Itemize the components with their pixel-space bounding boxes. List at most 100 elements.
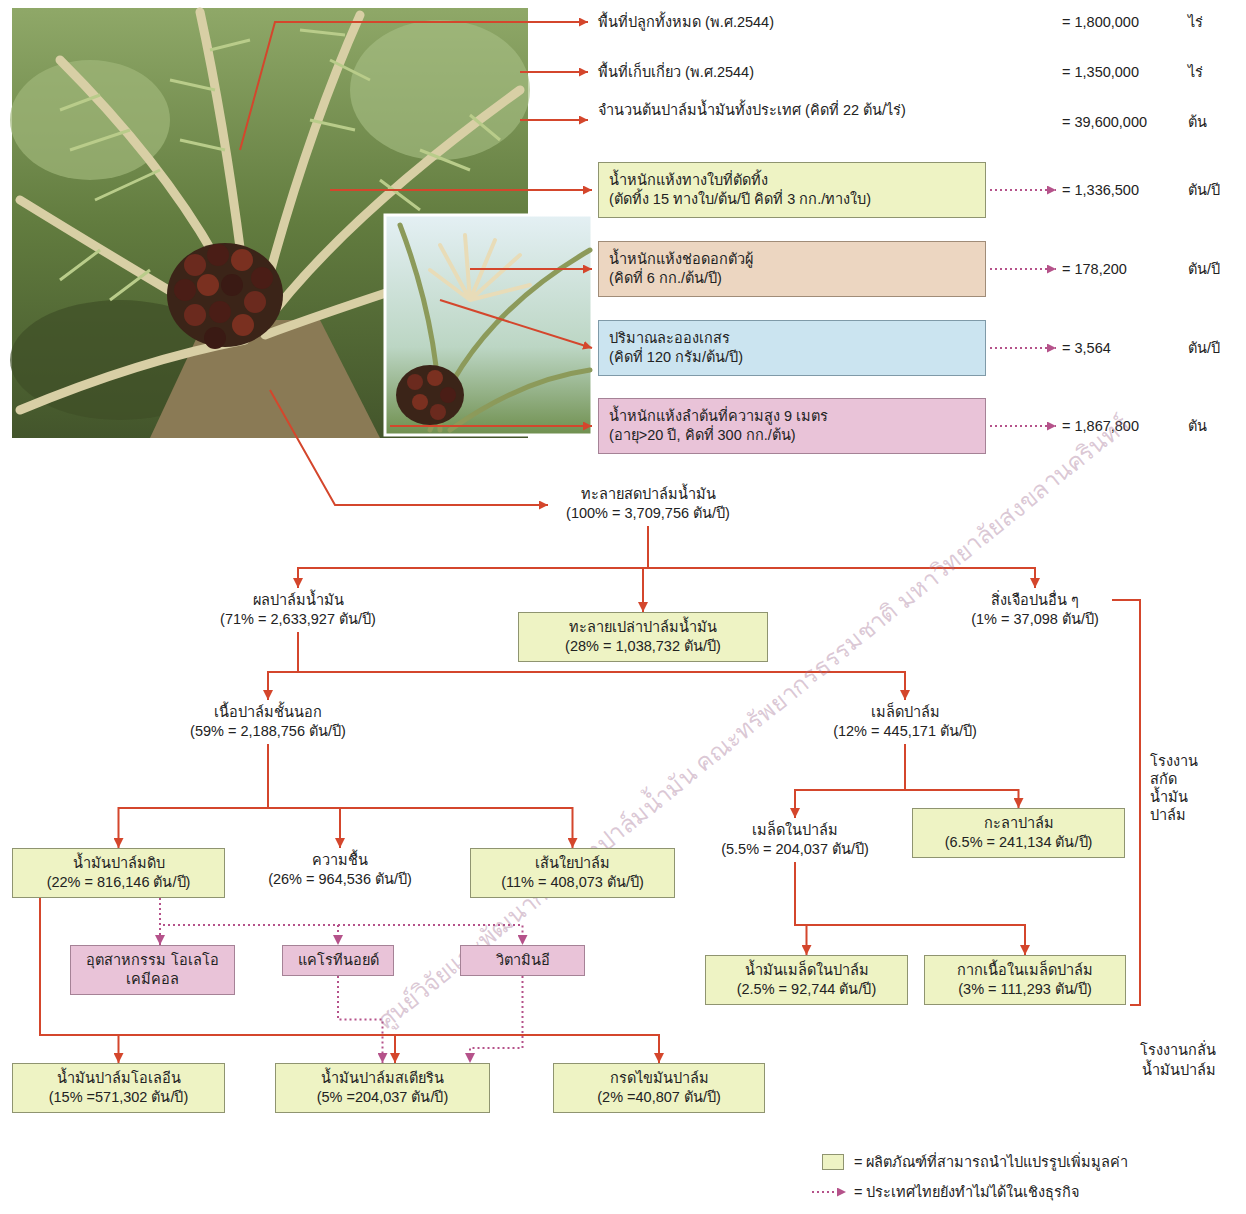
flow-box: กากเนื้อในเมล็ดปาล์ม(3% = 111,293 ตัน/ปี…: [924, 955, 1126, 1005]
node-value: (3% = 111,293 ตัน/ปี): [931, 980, 1119, 999]
flow-connector: [40, 898, 395, 1063]
node-title: อุตสาหกรรม โอเลโอเคมีคอล: [77, 951, 228, 989]
node-title: แคโรทีนอยด์: [289, 951, 387, 970]
flow-connector: [268, 744, 573, 848]
flow-label: ทะลายสดปาล์มน้ำมัน(100% = 3,709,756 ตัน/…: [540, 482, 756, 526]
dotted-connector: [159, 898, 161, 945]
legend-swatch: [822, 1154, 844, 1170]
inset-fruit-bunch: [396, 365, 464, 425]
node-title: น้ำมันปาล์มโอเลอีน: [19, 1069, 218, 1088]
label-text: พื้นที่ปลูกทั้งหมด (พ.ศ.2544): [598, 12, 774, 32]
label-text: โรงงาน สกัด น้ำมัน ปาล์ม: [1150, 752, 1212, 824]
fruit-bunch: [167, 243, 283, 349]
flow-box: น้ำหนักแห้งช่อดอกตัวผู้(คิดที่ 6 กก./ต้น…: [598, 241, 986, 297]
flow-label: เมล็ดในปาล์ม(5.5% = 204,037 ตัน/ปี): [690, 818, 900, 862]
node-title: น้ำหนักแห้งทางใบที่ตัดทิ้ง: [609, 171, 975, 190]
flow-connector: [268, 632, 298, 700]
flow-box: น้ำหนักแห้งลำต้นที่ความสูง 9 เมตร(อายุ>2…: [598, 398, 986, 454]
node-title: น้ำหนักแห้งช่อดอกตัวผู้: [609, 250, 975, 269]
node-value: (5.5% = 204,037 ตัน/ปี): [695, 840, 895, 859]
flow-box: น้ำมันปาล์มสเตียริน(5% =204,037 ตัน/ปี): [275, 1063, 490, 1113]
node-title: วิตามินอี: [467, 951, 578, 970]
label-text: ตัน/ปี: [1188, 180, 1220, 200]
flow-box: น้ำมันเมล็ดในปาล์ม(2.5% = 92,744 ตัน/ปี): [705, 955, 908, 1005]
label-text: ต้น: [1188, 112, 1207, 132]
node-value: (15% =571,302 ตัน/ปี): [19, 1088, 218, 1107]
flow-connector: [795, 744, 905, 818]
label-text: ไร่: [1188, 62, 1203, 82]
label-text: = 178,200: [1062, 259, 1127, 279]
dotted-connector: [160, 898, 523, 945]
node-value: (71% = 2,633,927 ตัน/ปี): [195, 610, 401, 629]
bracket: [1112, 600, 1140, 1005]
flow-connector: [795, 862, 1025, 955]
flow-connector: [795, 862, 807, 955]
label-text: ตัน: [1188, 416, 1207, 436]
legend-text: = ผลิตภัณฑ์ที่สามารถนำไปแปรรูปเพิ่มมูลค่…: [854, 1152, 1129, 1172]
dotted-connector: [338, 976, 383, 1063]
label-text: = 1,336,500: [1062, 180, 1139, 200]
flow-label: ความชื้น(26% = 964,536 ตัน/ปี): [240, 848, 440, 892]
value-arrow: [990, 190, 1056, 426]
flow-connector: [40, 898, 659, 1063]
node-value: (59% = 2,188,756 ตัน/ปี): [165, 722, 371, 741]
node-title: เมล็ดปาล์ม: [805, 703, 1005, 722]
node-title: น้ำมันเมล็ดในปาล์ม: [712, 961, 901, 980]
node-value: (ตัดทิ้ง 15 ทางใบ/ต้น/ปี คิดที่ 3 กก./ทา…: [609, 190, 975, 209]
node-title: น้ำมันปาล์มสเตียริน: [282, 1069, 483, 1088]
label-text: = 1,800,000: [1062, 12, 1139, 32]
flow-label: เนื้อปาล์มชั้นนอก(59% = 2,188,756 ตัน/ปี…: [160, 700, 376, 744]
flow-connector: [298, 526, 648, 588]
label-text: = 1,350,000: [1062, 62, 1139, 82]
legend-text: = ประเทศไทยยังทำไม่ได้ในเชิงธุรกิจ: [854, 1182, 1080, 1202]
flow-box: แคโรทีนอยด์: [282, 945, 394, 976]
node-title: ทะลายเปล่าปาล์มน้ำมัน: [525, 618, 761, 637]
node-value: (22% = 816,146 ตัน/ปี): [19, 873, 218, 892]
label-text: จำนวนต้นปาล์มน้ำมันทั้งประเทศ (คิดที่ 22…: [598, 100, 928, 120]
node-value: (6.5% = 241,134 ตัน/ปี): [919, 833, 1118, 852]
watermark: ศูนย์วิจัยและพัฒนาการผลิตปาล์มน้ำมัน คณะ…: [374, 413, 1132, 1032]
node-title: น้ำมันปาล์มดิบ: [19, 854, 218, 873]
flow-label: ผลปาล์มน้ำมัน(71% = 2,633,927 ตัน/ปี): [190, 588, 406, 632]
flow-box: น้ำมันปาล์มโอเลอีน(15% =571,302 ตัน/ปี): [12, 1063, 225, 1113]
node-value: (1% = 37,098 ตัน/ปี): [945, 610, 1125, 629]
node-title: ความชื้น: [245, 851, 435, 870]
flow-connector: [905, 744, 1019, 808]
node-value: (คิดที่ 120 กรัม/ต้น/ปี): [609, 348, 975, 367]
label-text: พื้นที่เก็บเกี่ยว (พ.ศ.2544): [598, 62, 754, 82]
inset-photo: [385, 215, 592, 435]
flow-connector: [268, 744, 340, 848]
node-title: ปริมาณละอองเกสร: [609, 329, 975, 348]
flow-label: เมล็ดปาล์ม(12% = 445,171 ตัน/ปี): [800, 700, 1010, 744]
flow-label: สิ่งเจือปนอื่น ๆ(1% = 37,098 ตัน/ปี): [940, 588, 1130, 632]
legend-sample-line: [812, 1191, 846, 1193]
node-title: น้ำหนักแห้งลำต้นที่ความสูง 9 เมตร: [609, 407, 975, 426]
label-text: ตัน/ปี: [1188, 338, 1220, 358]
label-text: ตัน/ปี: [1188, 259, 1220, 279]
node-value: (28% = 1,038,732 ตัน/ปี): [525, 637, 761, 656]
flow-box: อุตสาหกรรม โอเลโอเคมีคอล: [70, 945, 235, 995]
node-title: ทะลายสดปาล์มน้ำมัน: [545, 485, 751, 504]
node-value: (คิดที่ 6 กก./ต้น/ปี): [609, 269, 975, 288]
foliage: [350, 20, 530, 160]
dotted-connector: [160, 898, 338, 945]
node-title: เส้นใยปาล์ม: [477, 854, 668, 873]
flow-box: กะลาปาล์ม(6.5% = 241,134 ตัน/ปี): [912, 808, 1125, 858]
flow-box: วิตามินอี: [460, 945, 585, 976]
flow-box: ทะลายเปล่าปาล์มน้ำมัน(28% = 1,038,732 ตั…: [518, 612, 768, 662]
node-title: กรดไขมันปาล์ม: [560, 1069, 758, 1088]
flow-box: น้ำมันปาล์มดิบ(22% = 816,146 ตัน/ปี): [12, 848, 225, 898]
label-text: = 3,564: [1062, 338, 1111, 358]
flow-box: น้ำหนักแห้งทางใบที่ตัดทิ้ง(ตัดทิ้ง 15 ทา…: [598, 162, 986, 218]
node-title: กากเนื้อในเมล็ดปาล์ม: [931, 961, 1119, 980]
node-value: (2% =40,807 ตัน/ปี): [560, 1088, 758, 1107]
node-value: (2.5% = 92,744 ตัน/ปี): [712, 980, 901, 999]
flow-connector: [119, 744, 269, 848]
node-value: (100% = 3,709,756 ตัน/ปี): [545, 504, 751, 523]
male-inflorescence: [430, 235, 530, 300]
node-value: (11% = 408,073 ตัน/ปี): [477, 873, 668, 892]
flow-box: เส้นใยปาล์ม(11% = 408,073 ตัน/ปี): [470, 848, 675, 898]
label-text: = 39,600,000: [1062, 112, 1147, 132]
node-title: กะลาปาล์ม: [919, 814, 1118, 833]
